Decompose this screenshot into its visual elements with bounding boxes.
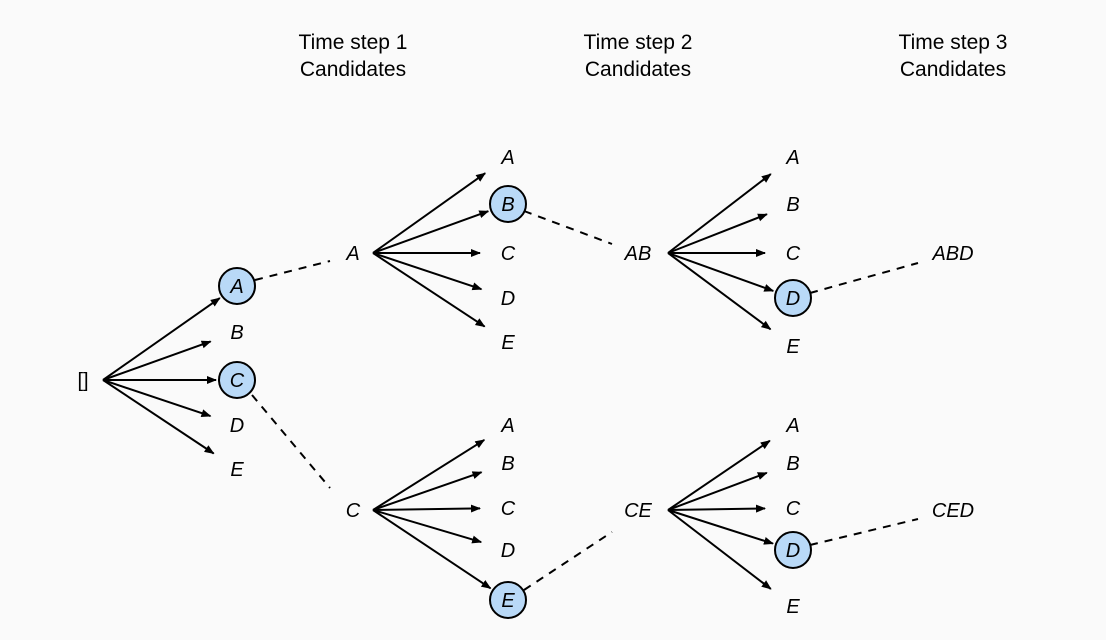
dash-D-to-ABD xyxy=(809,262,919,294)
step3-result-CED: CED xyxy=(932,500,974,522)
arrow-s3-CE-to-E xyxy=(667,509,772,590)
selected-circle-s2-C-E xyxy=(489,581,527,619)
arrow-s2-C-to-E xyxy=(372,509,492,590)
arrow-root-to-B xyxy=(102,340,212,381)
header-step2-line2: Candidates xyxy=(585,58,691,81)
arrow-s3-CE-to-D xyxy=(667,509,774,545)
step1-prefix-C: C xyxy=(346,500,361,522)
token-root-E: E xyxy=(230,459,244,481)
step2-prefix-CE: CE xyxy=(624,500,652,522)
header-step1-line1: Time step 1 xyxy=(299,31,408,54)
header-step1-line2: Candidates xyxy=(300,58,406,81)
token-s3-CE-A: A xyxy=(785,415,799,437)
header-step3-line2: Candidates xyxy=(900,58,1006,81)
root-node-label: [] xyxy=(77,370,88,392)
token-s3-AB-D: D xyxy=(786,288,800,310)
header-step3-line1: Time step 3 xyxy=(899,31,1008,54)
arrow-s3-AB-to-E xyxy=(667,252,772,331)
arrow-root-to-E xyxy=(102,379,215,455)
arrow-s2-A-to-E xyxy=(372,252,486,328)
selected-circles xyxy=(218,185,812,619)
token-s2-A-C: C xyxy=(501,243,516,265)
selected-circle-s3-CE-D xyxy=(774,531,812,569)
token-s2-C-B: B xyxy=(501,453,514,475)
token-root-D: D xyxy=(230,415,244,437)
selected-circle-s3-AB-D xyxy=(774,279,812,317)
arrow-s2-A-to-B xyxy=(372,210,490,254)
token-s3-CE-C: C xyxy=(786,498,801,520)
token-s2-C-D: D xyxy=(501,540,515,562)
token-root-A: A xyxy=(229,276,243,298)
arrow-s3-AB-to-B xyxy=(667,213,768,254)
arrow-s2-A-to-A xyxy=(372,172,486,254)
arrow-s3-AB-to-A xyxy=(667,173,772,254)
arrow-s3-CE-to-C xyxy=(667,504,767,513)
arrow-s3-CE-to-B xyxy=(667,471,768,511)
dashed-connectors xyxy=(251,210,919,591)
token-s2-A-A: A xyxy=(500,147,514,169)
token-s3-CE-D: D xyxy=(786,540,800,562)
arrow-s2-C-to-C xyxy=(372,504,482,513)
selected-circle-root-C xyxy=(218,361,256,399)
arrow-s2-C-to-D xyxy=(372,509,483,544)
token-root-B: B xyxy=(230,322,243,344)
token-s2-C-E: E xyxy=(501,590,515,612)
dash-B-to-AB xyxy=(523,210,613,245)
dash-E-to-CE xyxy=(523,531,613,591)
arrow-s2-C-to-B xyxy=(372,471,483,511)
arrow-edges xyxy=(102,172,775,590)
token-root-C: C xyxy=(230,370,245,392)
dash-A-to-A xyxy=(254,260,331,281)
token-s2-A-E: E xyxy=(501,332,515,354)
token-s3-AB-B: B xyxy=(786,194,799,216)
header-step2-line1: Time step 2 xyxy=(584,31,693,54)
token-s3-CE-B: B xyxy=(786,453,799,475)
arrow-s3-AB-to-D xyxy=(667,252,775,292)
token-s3-CE-E: E xyxy=(786,596,800,618)
step3-result-ABD: ABD xyxy=(931,243,973,265)
arrow-s2-A-to-D xyxy=(372,252,483,291)
dash-C-to-C xyxy=(251,394,331,489)
token-s2-A-D: D xyxy=(501,288,515,310)
selected-circle-s2-A-B xyxy=(489,185,527,223)
arrow-root-to-A xyxy=(102,297,221,381)
token-s3-AB-C: C xyxy=(786,243,801,265)
token-s2-C-C: C xyxy=(501,498,516,520)
arrow-root-to-D xyxy=(102,379,212,418)
selected-circle-root-A xyxy=(218,267,256,305)
arrow-s3-CE-to-A xyxy=(667,439,771,511)
token-s2-A-B: B xyxy=(501,194,514,216)
dash-D-to-CED xyxy=(809,518,919,546)
step1-prefix-A: A xyxy=(345,243,359,265)
arrow-s2-C-to-A xyxy=(372,439,486,511)
step2-prefix-AB: AB xyxy=(624,243,652,265)
token-s2-C-A: A xyxy=(500,415,514,437)
token-s3-AB-E: E xyxy=(786,336,800,358)
token-s3-AB-A: A xyxy=(785,147,799,169)
